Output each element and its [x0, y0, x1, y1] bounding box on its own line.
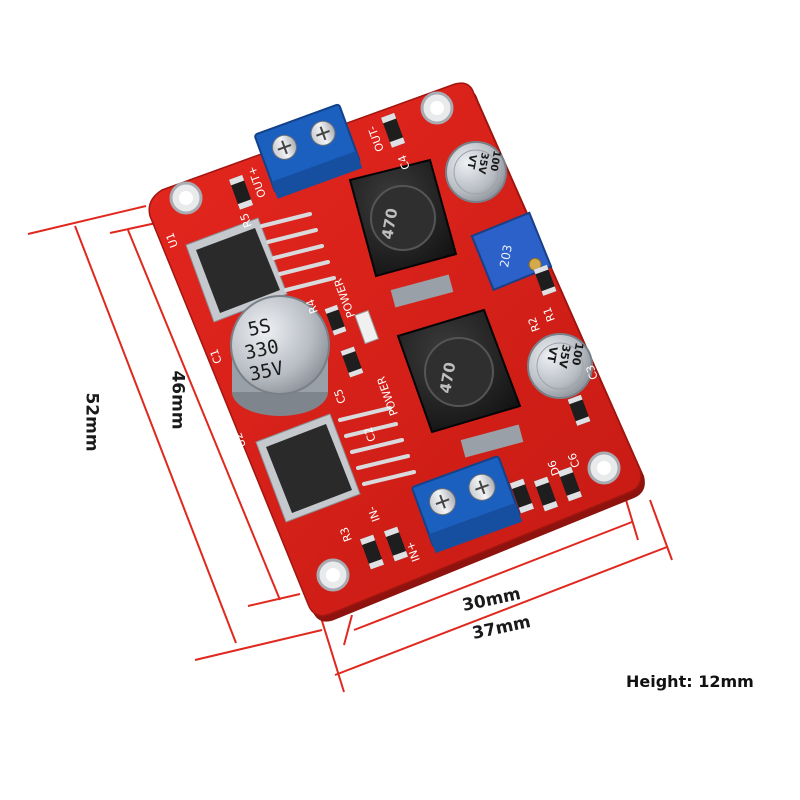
label-c3: C3: [584, 363, 601, 381]
dimension-label-52mm: 52mm: [81, 392, 102, 452]
dim-52-line: [74, 225, 237, 644]
smd-components: [229, 112, 591, 570]
dim-30-left-tick: [343, 614, 353, 646]
trimmer-marking: 203: [497, 244, 515, 269]
inductor-middle: [396, 308, 524, 458]
label-c4: C4: [396, 153, 413, 171]
mounting-holes: [169, 91, 621, 592]
output-terminal-block: [254, 103, 363, 199]
label-r3: R3: [338, 525, 355, 543]
inductor-top: [348, 158, 458, 308]
dim-37-right-tick: [649, 499, 673, 561]
dim-30-right-tick: [625, 499, 639, 541]
label-c5: C5: [332, 387, 349, 405]
label-u1: U1: [163, 231, 180, 250]
small-capacitor-right: [527, 333, 593, 399]
dim-52-top-tick: [27, 205, 147, 235]
height-note: Height: 12mm: [626, 672, 754, 691]
label-r2: R2: [526, 315, 543, 333]
label-u2: U2: [231, 431, 248, 450]
label-c6: C6: [566, 451, 583, 469]
dim-37-left-tick: [317, 607, 345, 693]
dim-52-bottom-tick: [194, 629, 323, 661]
label-c2: C2: [362, 425, 379, 443]
regulator-ic-u2: [255, 406, 416, 523]
label-c1: C1: [208, 347, 225, 365]
large-capacitor-line1: 5S: [246, 315, 273, 341]
input-terminal-block: [411, 455, 523, 554]
label-r4: R4: [304, 297, 321, 315]
large-capacitor: [230, 295, 330, 416]
inductor-middle-marking: 470: [436, 361, 459, 395]
small-cap-top-line1: 100: [487, 149, 501, 172]
small-cap-top-line3: VT: [464, 153, 477, 169]
label-r1: R1: [541, 305, 558, 323]
label-r5: R5: [238, 211, 255, 229]
small-cap-right-line3: VT: [544, 345, 560, 364]
regulator-ic-u1: [185, 212, 336, 323]
small-cap-right-line2: 35V: [556, 343, 573, 369]
small-cap-top-line2: 35V: [475, 151, 490, 174]
label-d6: D6: [545, 458, 563, 477]
label-in-minus: IN-: [365, 504, 383, 523]
trimmer-potentiometer: [470, 211, 553, 292]
dim-30-line: [353, 521, 633, 631]
small-cap-right-line1: 100: [569, 341, 586, 366]
dim-37-line: [334, 546, 668, 676]
dim-46-bottom-tick: [247, 593, 301, 607]
dim-46-line: [127, 229, 281, 601]
dimension-lines: [27, 205, 673, 693]
small-capacitor-top: [445, 141, 507, 203]
inductor-top-marking: 470: [378, 207, 401, 241]
dimension-label-46mm: 46mm: [167, 370, 188, 430]
